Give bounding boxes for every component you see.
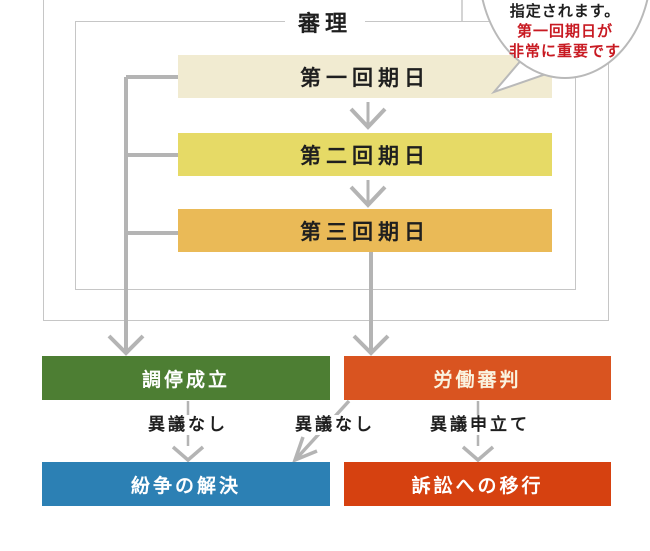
arrowhead-session1-session2 <box>349 107 387 130</box>
no-objection-label-left: 異議なし <box>138 415 238 435</box>
arrowhead-tribunal-resolution <box>292 436 318 464</box>
bubble-line-2: 第一回期日が <box>516 22 613 40</box>
mediation-node: 調停成立 <box>42 356 330 400</box>
arrowhead-session2-session3 <box>349 185 387 208</box>
no-objection-label-center: 異議なし <box>287 415 383 435</box>
bubble-line-3: 非常に重要です <box>508 42 621 60</box>
session-2-bar: 第二回期日 <box>178 133 552 176</box>
resolution-node: 紛争の解決 <box>42 462 330 506</box>
session-3-bar: 第三回期日 <box>178 209 552 252</box>
speech-bubble-text: 指定されます。 第一回期日が 非常に重要です <box>478 1 650 61</box>
session-1-bar: 第一回期日 <box>178 55 552 98</box>
objection-label: 異議申立て <box>425 415 535 435</box>
arrowhead-to-mediation <box>107 334 145 356</box>
speech-bubble-body <box>481 0 649 79</box>
arrowhead-tribunal-litigation <box>461 445 495 463</box>
litigation-node: 訴訟への移行 <box>344 462 611 506</box>
arrowhead-mediation-resolution <box>171 445 205 463</box>
hearing-title: 審理 <box>284 6 366 38</box>
tribunal-node: 労働審判 <box>344 356 611 400</box>
arrowhead-to-tribunal <box>352 334 390 356</box>
bubble-line-1: 指定されます。 <box>509 2 621 20</box>
outer-frame <box>43 0 609 321</box>
